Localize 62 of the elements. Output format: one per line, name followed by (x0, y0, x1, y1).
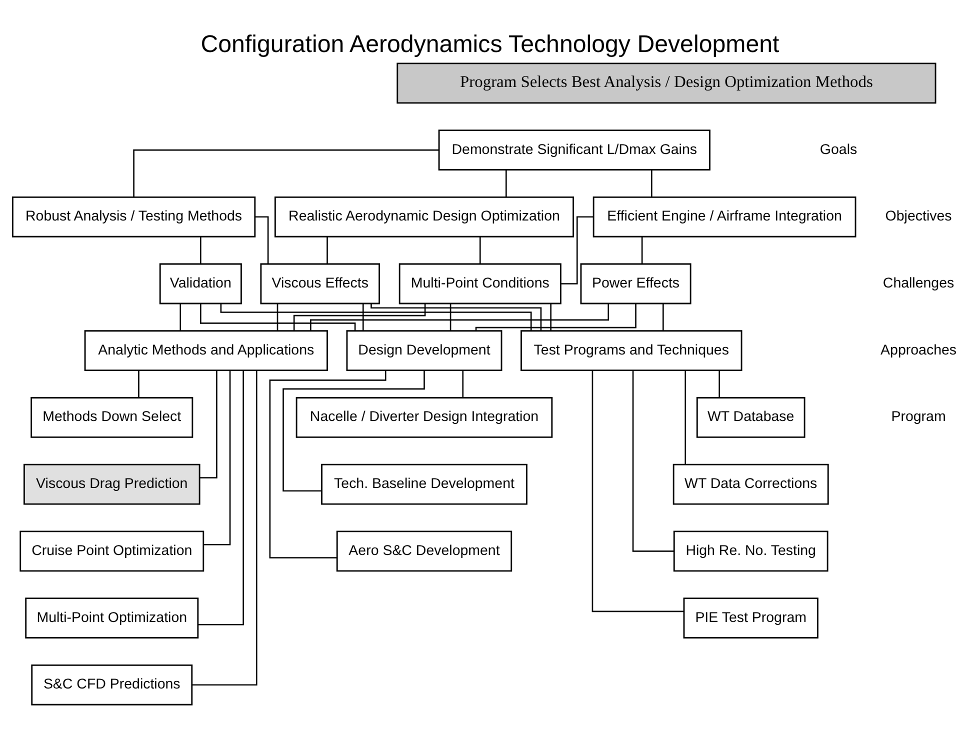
connector (180, 304, 182, 331)
node-box: Robust Analysis / Testing Methods (12, 196, 256, 238)
connector (326, 236, 328, 264)
connector (479, 236, 481, 264)
connector (684, 370, 686, 464)
connector (718, 370, 720, 398)
connector (550, 304, 552, 331)
connector (632, 370, 674, 552)
node-box: WT Data Corrections (672, 464, 829, 505)
label: Goals (820, 142, 858, 158)
connector (370, 304, 542, 331)
connector (561, 216, 594, 284)
node-box: Test Programs and Techniques (520, 330, 742, 372)
node-box: Multi-Point Conditions (398, 263, 562, 304)
node-box: Validation (159, 263, 242, 304)
node-box: WT Database (696, 397, 806, 438)
connector (462, 370, 464, 398)
node-box: Aero S&C Development (336, 530, 512, 572)
node-box: Tech. Baseline Development (321, 464, 528, 505)
label: Objectives (885, 208, 952, 225)
node-box: Methods Down Select (30, 397, 194, 438)
node-box: Viscous Effects (260, 263, 380, 304)
connector (362, 304, 364, 331)
node-box: Multi-Point Optimization (25, 598, 199, 638)
diagram-title: Configuration Aerodynamics Technology Development (200, 31, 780, 58)
connector (651, 170, 652, 197)
connector (276, 304, 278, 331)
connector (204, 370, 231, 546)
node-box: Realistic Aerodynamic Design Optimization (274, 196, 574, 238)
node-box: Power Effects (580, 263, 692, 304)
node-box: Efficient Engine / Airframe Integration (592, 196, 856, 238)
node-box: Demonstrate Significant L/Dmax Gains (438, 130, 710, 170)
connector (198, 370, 244, 626)
label: Approaches (880, 342, 957, 358)
connector (475, 304, 636, 331)
connector (200, 304, 356, 331)
label: Challenges (882, 275, 954, 292)
node-box: Analytic Methods and Applications (84, 330, 328, 372)
connector (220, 304, 532, 331)
node-box: S&C CFD Predictions (31, 664, 193, 706)
connector (269, 370, 386, 558)
connector (450, 304, 452, 331)
node-box: Nacelle / Diverter Design Integration (296, 397, 553, 438)
node-box: High Re. No. Testing (673, 530, 828, 572)
connector (200, 370, 218, 478)
connector (192, 370, 258, 686)
connector (592, 370, 684, 612)
node-box: PIE Test Program (683, 598, 818, 638)
connector (200, 236, 202, 264)
connector (282, 370, 425, 492)
node-box: Program Selects Best Analysis / Design Optimization Methods (396, 62, 936, 104)
connector (310, 304, 610, 331)
node-box: Viscous Drag Prediction (23, 464, 200, 505)
node-box: Design Development (346, 330, 502, 372)
connector (138, 370, 140, 398)
connector (293, 304, 426, 331)
connector (641, 236, 643, 264)
label: Program (891, 409, 946, 426)
connector (506, 170, 507, 197)
connector (662, 304, 664, 331)
connector (133, 149, 439, 197)
node-box: Cruise Point Optimization (20, 530, 204, 572)
